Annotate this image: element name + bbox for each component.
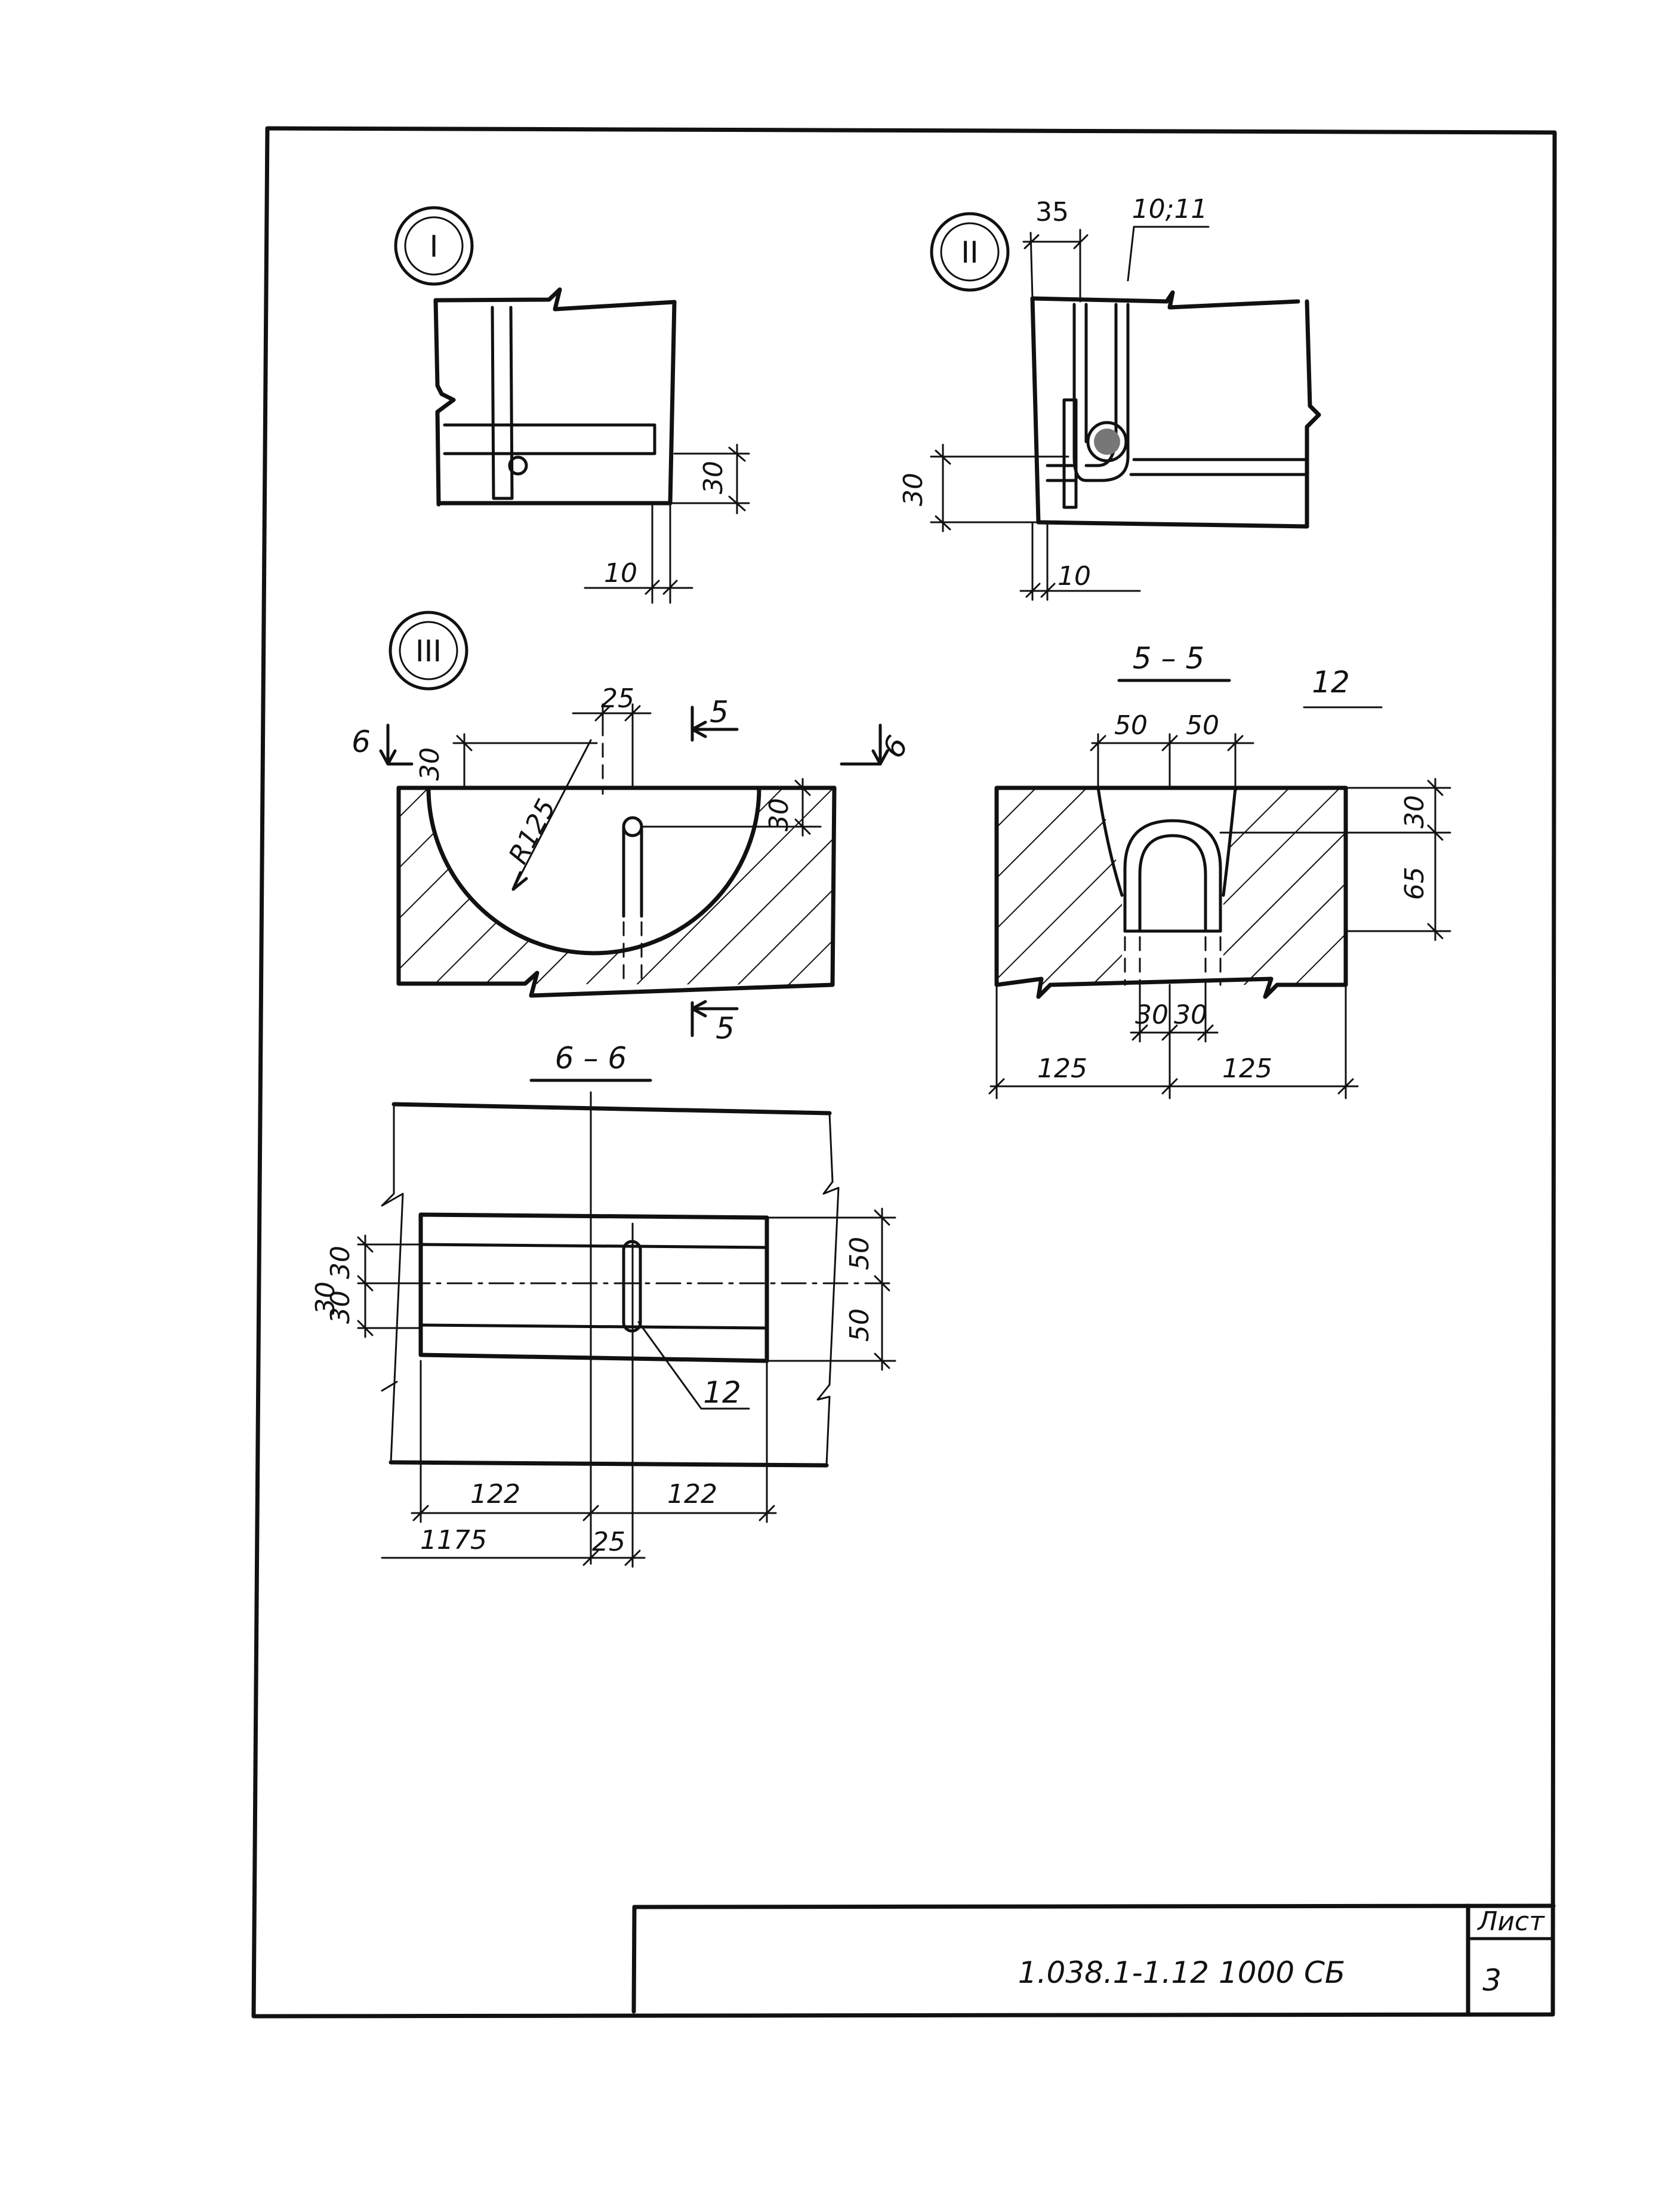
callout-3-label: III [415,634,442,668]
detail-2-bar-ref: 10;11 [1132,194,1208,224]
section-6-6-dim-1175: 1175 [420,1525,487,1555]
detail-1-dim-30: 30 [698,461,729,494]
section-5-mark-top: 5 [710,695,729,729]
detail-1-dim-10: 10 [604,558,637,589]
detail-2: II 35 10;11 30 10 [898,194,1321,601]
section-6-6-dim-30-a: 30 [325,1246,356,1279]
section-6-6: 6 – 6 12 30 30 30 50 50 122 122 [310,1041,896,1568]
callout-2-label: II [961,235,979,270]
section-5-5-ref: 12 [1312,665,1350,700]
section-6-6-dim-50-bottom: 50 [844,1308,875,1342]
section-6-6-dim-122-right: 122 [667,1479,717,1509]
section-6-6-dim-30-c: 30 [310,1281,341,1315]
section-5-5-dim-125-left: 125 [1037,1053,1087,1084]
detail-3-dim-30-left: 30 [415,747,445,781]
section-6-6-dim-50-top: 50 [844,1237,875,1270]
callout-1-label: I [430,229,439,264]
callout-detail-1: I [394,206,474,286]
section-6-6-dim-122-left: 122 [470,1479,520,1509]
detail-2-dim-10: 10 [1058,561,1091,591]
section-5-5-dim-125-right: 125 [1222,1053,1272,1084]
detail-3-dim-25: 25 [601,683,634,714]
section-5-5-dim-50-left: 50 [1114,710,1148,741]
section-5-5-dim-65: 65 [1399,867,1430,900]
callout-detail-3: III [389,611,468,691]
callout-detail-2: II [930,212,1010,292]
section-6-mark-left: 6 [352,725,371,759]
detail-3-dim-30-right: 30 [764,798,794,831]
detail-2-dim-30: 30 [898,473,929,506]
section-5-5-dim-50-right: 50 [1186,710,1219,741]
sheet-label: Лист [1476,1906,1545,1937]
detail-3-radius: R125 [503,794,562,869]
section-6-6-dim-25: 25 [592,1527,625,1557]
detail-1: I 30 10 [394,206,750,604]
document-code: 1.038.1-1.12 1000 СБ [1018,1955,1345,1990]
section-5-5-dim-30-bl: 30 [1135,1000,1169,1030]
section-5-mark-bottom: 5 [716,1011,735,1046]
section-6-6-ref: 12 [703,1375,741,1410]
title-block: 1.038.1-1.12 1000 СБ Лист 3 [631,1903,1556,2015]
detail-2-dim-35: 35 [1035,197,1069,227]
section-5-5-dim-30: 30 [1399,795,1430,828]
section-5-5-title: 5 – 5 [1133,641,1204,676]
section-6-6-dim-30-b: 30 [325,1290,356,1324]
sheet-number: 3 [1482,1963,1502,1998]
section-6-6-title: 6 – 6 [555,1041,627,1076]
sheet-frame [251,126,1557,2019]
detail-3: III R125 25 30 30 5 5 [352,611,915,1046]
section-5-5: 5 – 5 12 50 50 30 65 30 30 125 125 [988,641,1451,1099]
section-5-5-dim-30-br: 30 [1174,1000,1207,1030]
